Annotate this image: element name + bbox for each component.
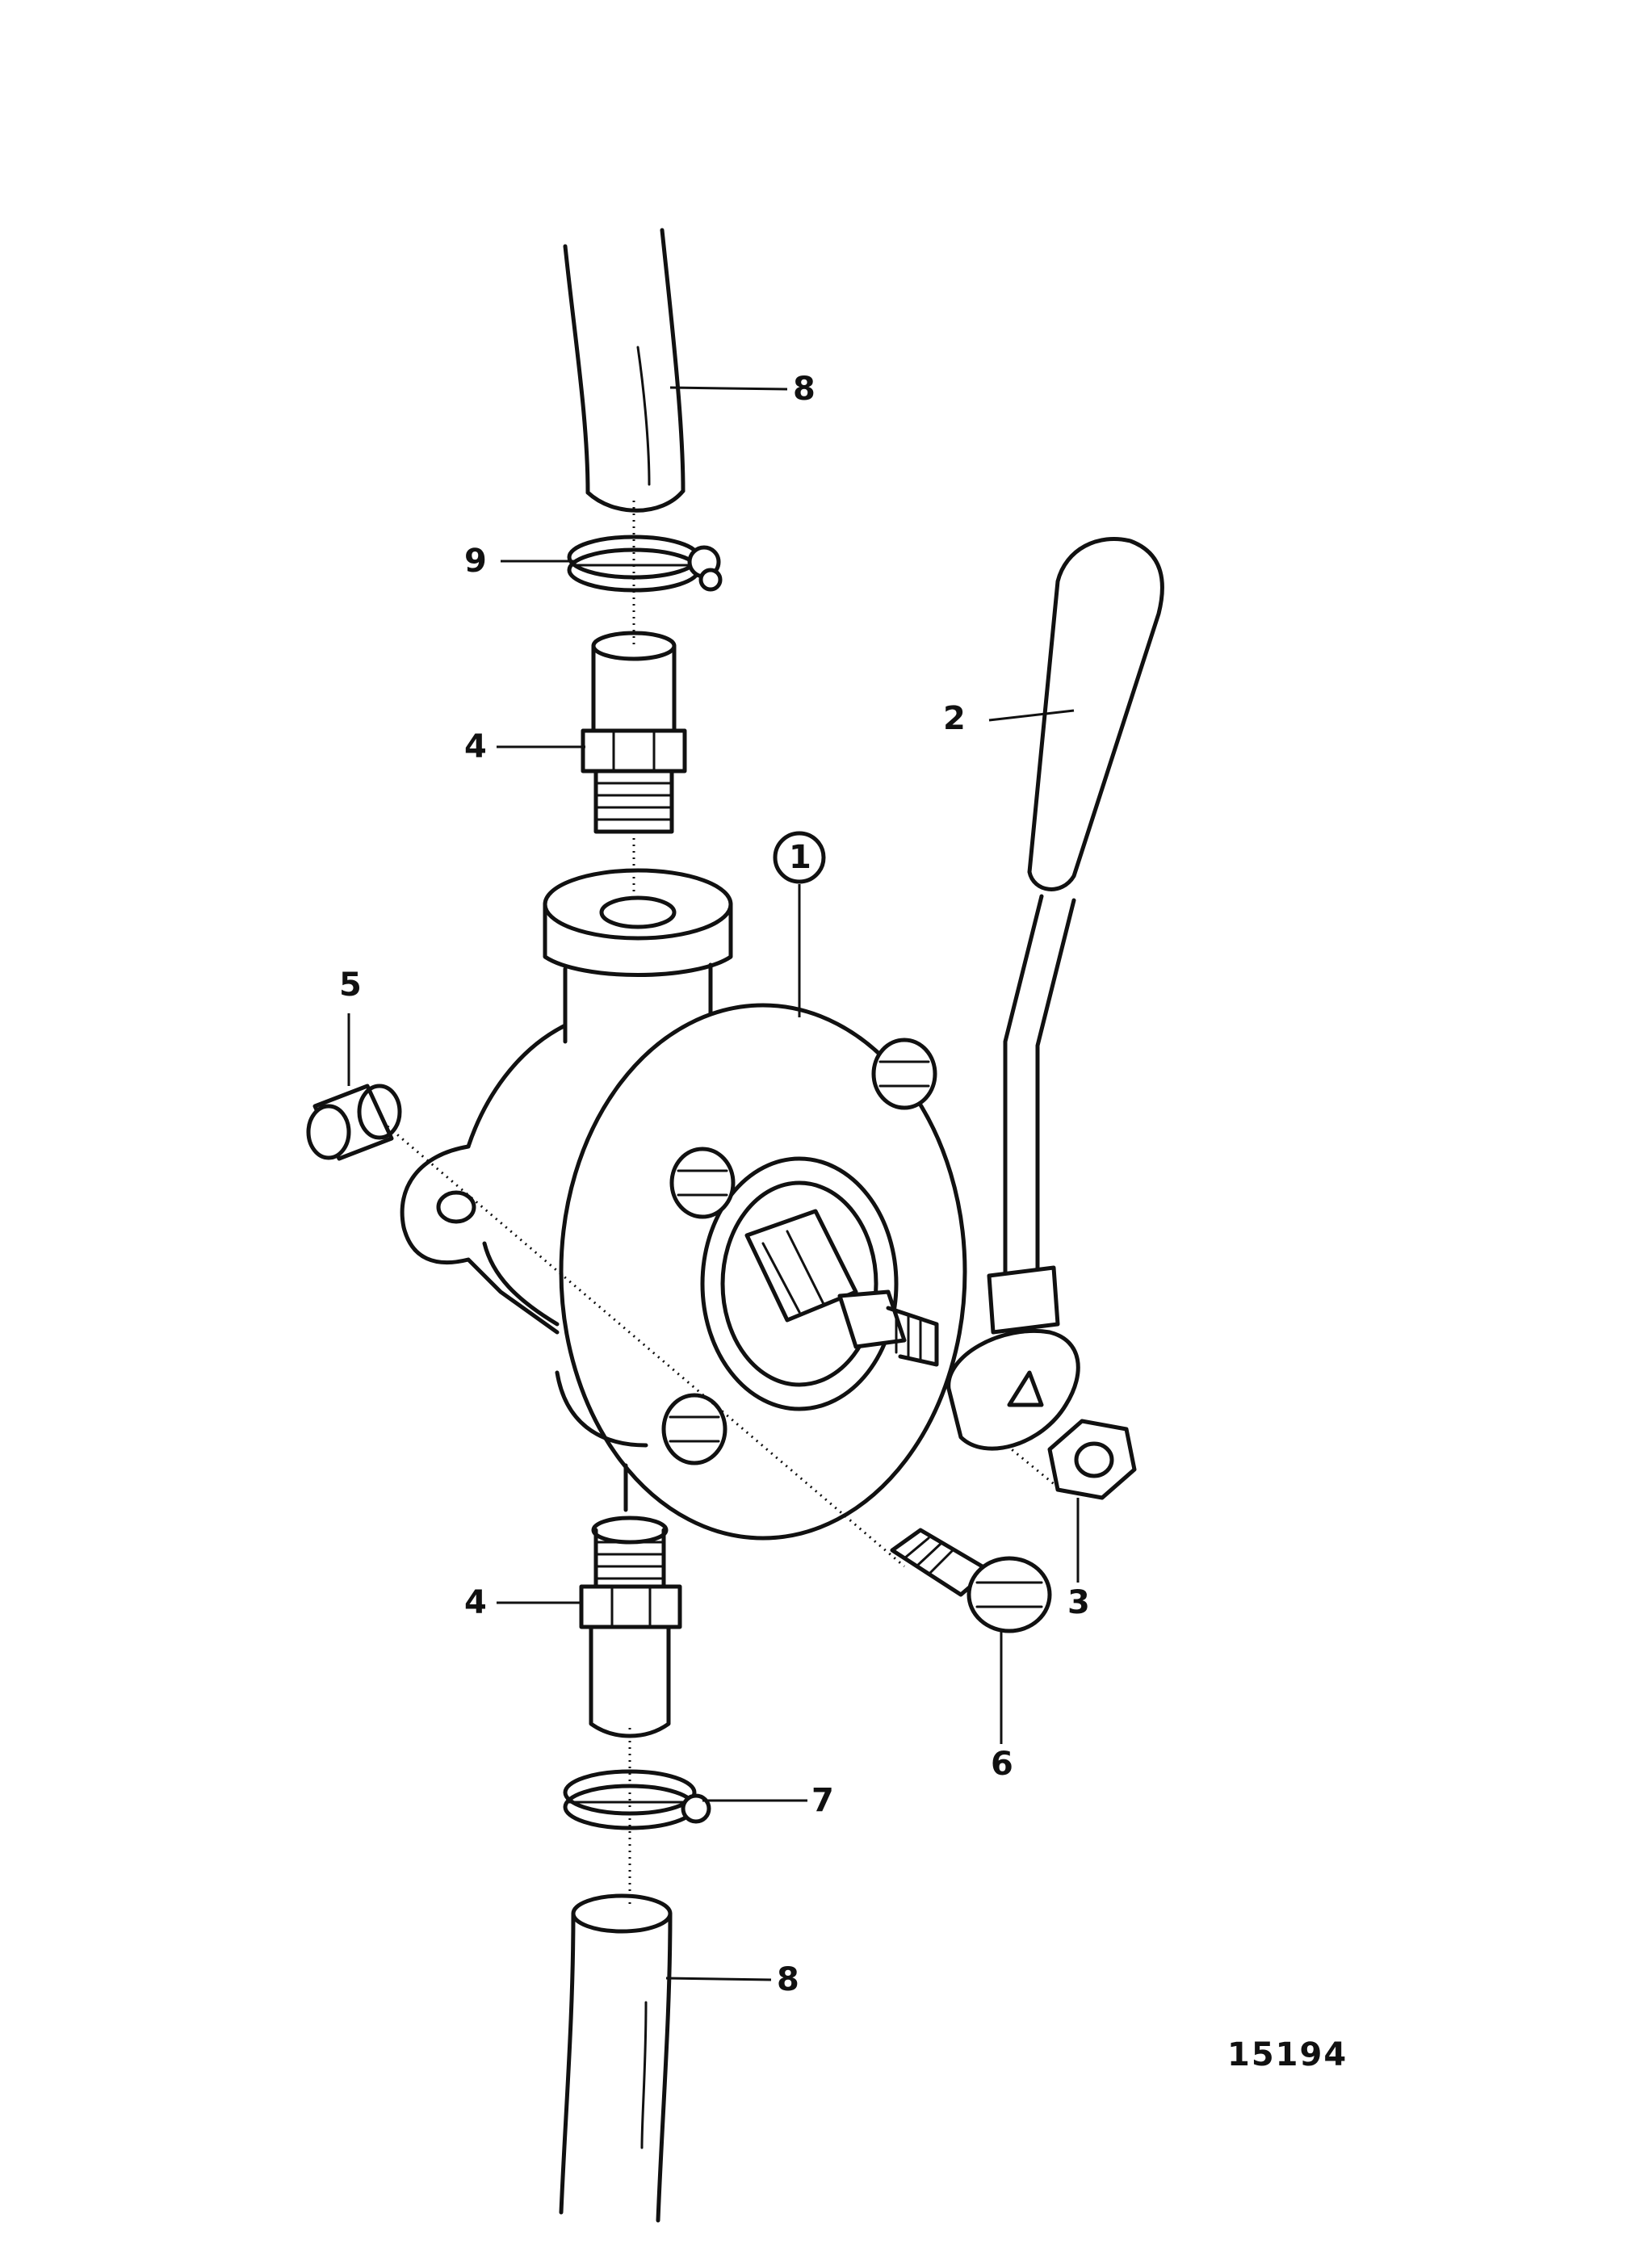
handle-nut [1047,1419,1137,1500]
lower-hose [559,1893,673,2223]
pump-shaft [744,1209,939,1367]
flange-bolt-lower-left [661,1393,727,1465]
upper-hose-fitting [581,631,687,834]
callout-8-lower-hose: 8 [777,1961,799,1998]
callout-6-bolt: 6 [991,1746,1013,1783]
flange-bolt-upper-left [669,1147,736,1219]
leader-2 [988,709,1075,722]
pump-handle [946,536,1164,1451]
pump-housing [400,868,967,1541]
callout-1-pump-housing: 1 [789,839,811,876]
drawing-reference-number: 15194 [1227,2036,1348,2073]
through-bolt [890,1528,1052,1633]
upper-hose-clamp [567,535,723,593]
callout-8-upper-hose: 8 [793,371,816,408]
callout-7-hose-clamp: 7 [811,1782,834,1819]
callout-1-circle [773,831,826,884]
spacer-bushing [306,1084,402,1161]
callout-4-lower-fitting: 4 [464,1584,487,1621]
leader-8-top [669,386,788,391]
flange-bolt-upper-right [871,1038,937,1110]
callout-2-handle: 2 [943,700,966,737]
leader-8-bottom [665,1977,772,1981]
lower-hose-fitting [579,1516,682,1738]
callout-4-upper-fitting: 4 [464,728,487,765]
upper-hose [563,228,686,513]
callout-5-spacer: 5 [339,966,362,1004]
lower-hose-clamp [563,1769,711,1830]
callout-3-nut: 3 [1067,1584,1090,1621]
callout-9-hose-clamp: 9 [464,543,487,580]
